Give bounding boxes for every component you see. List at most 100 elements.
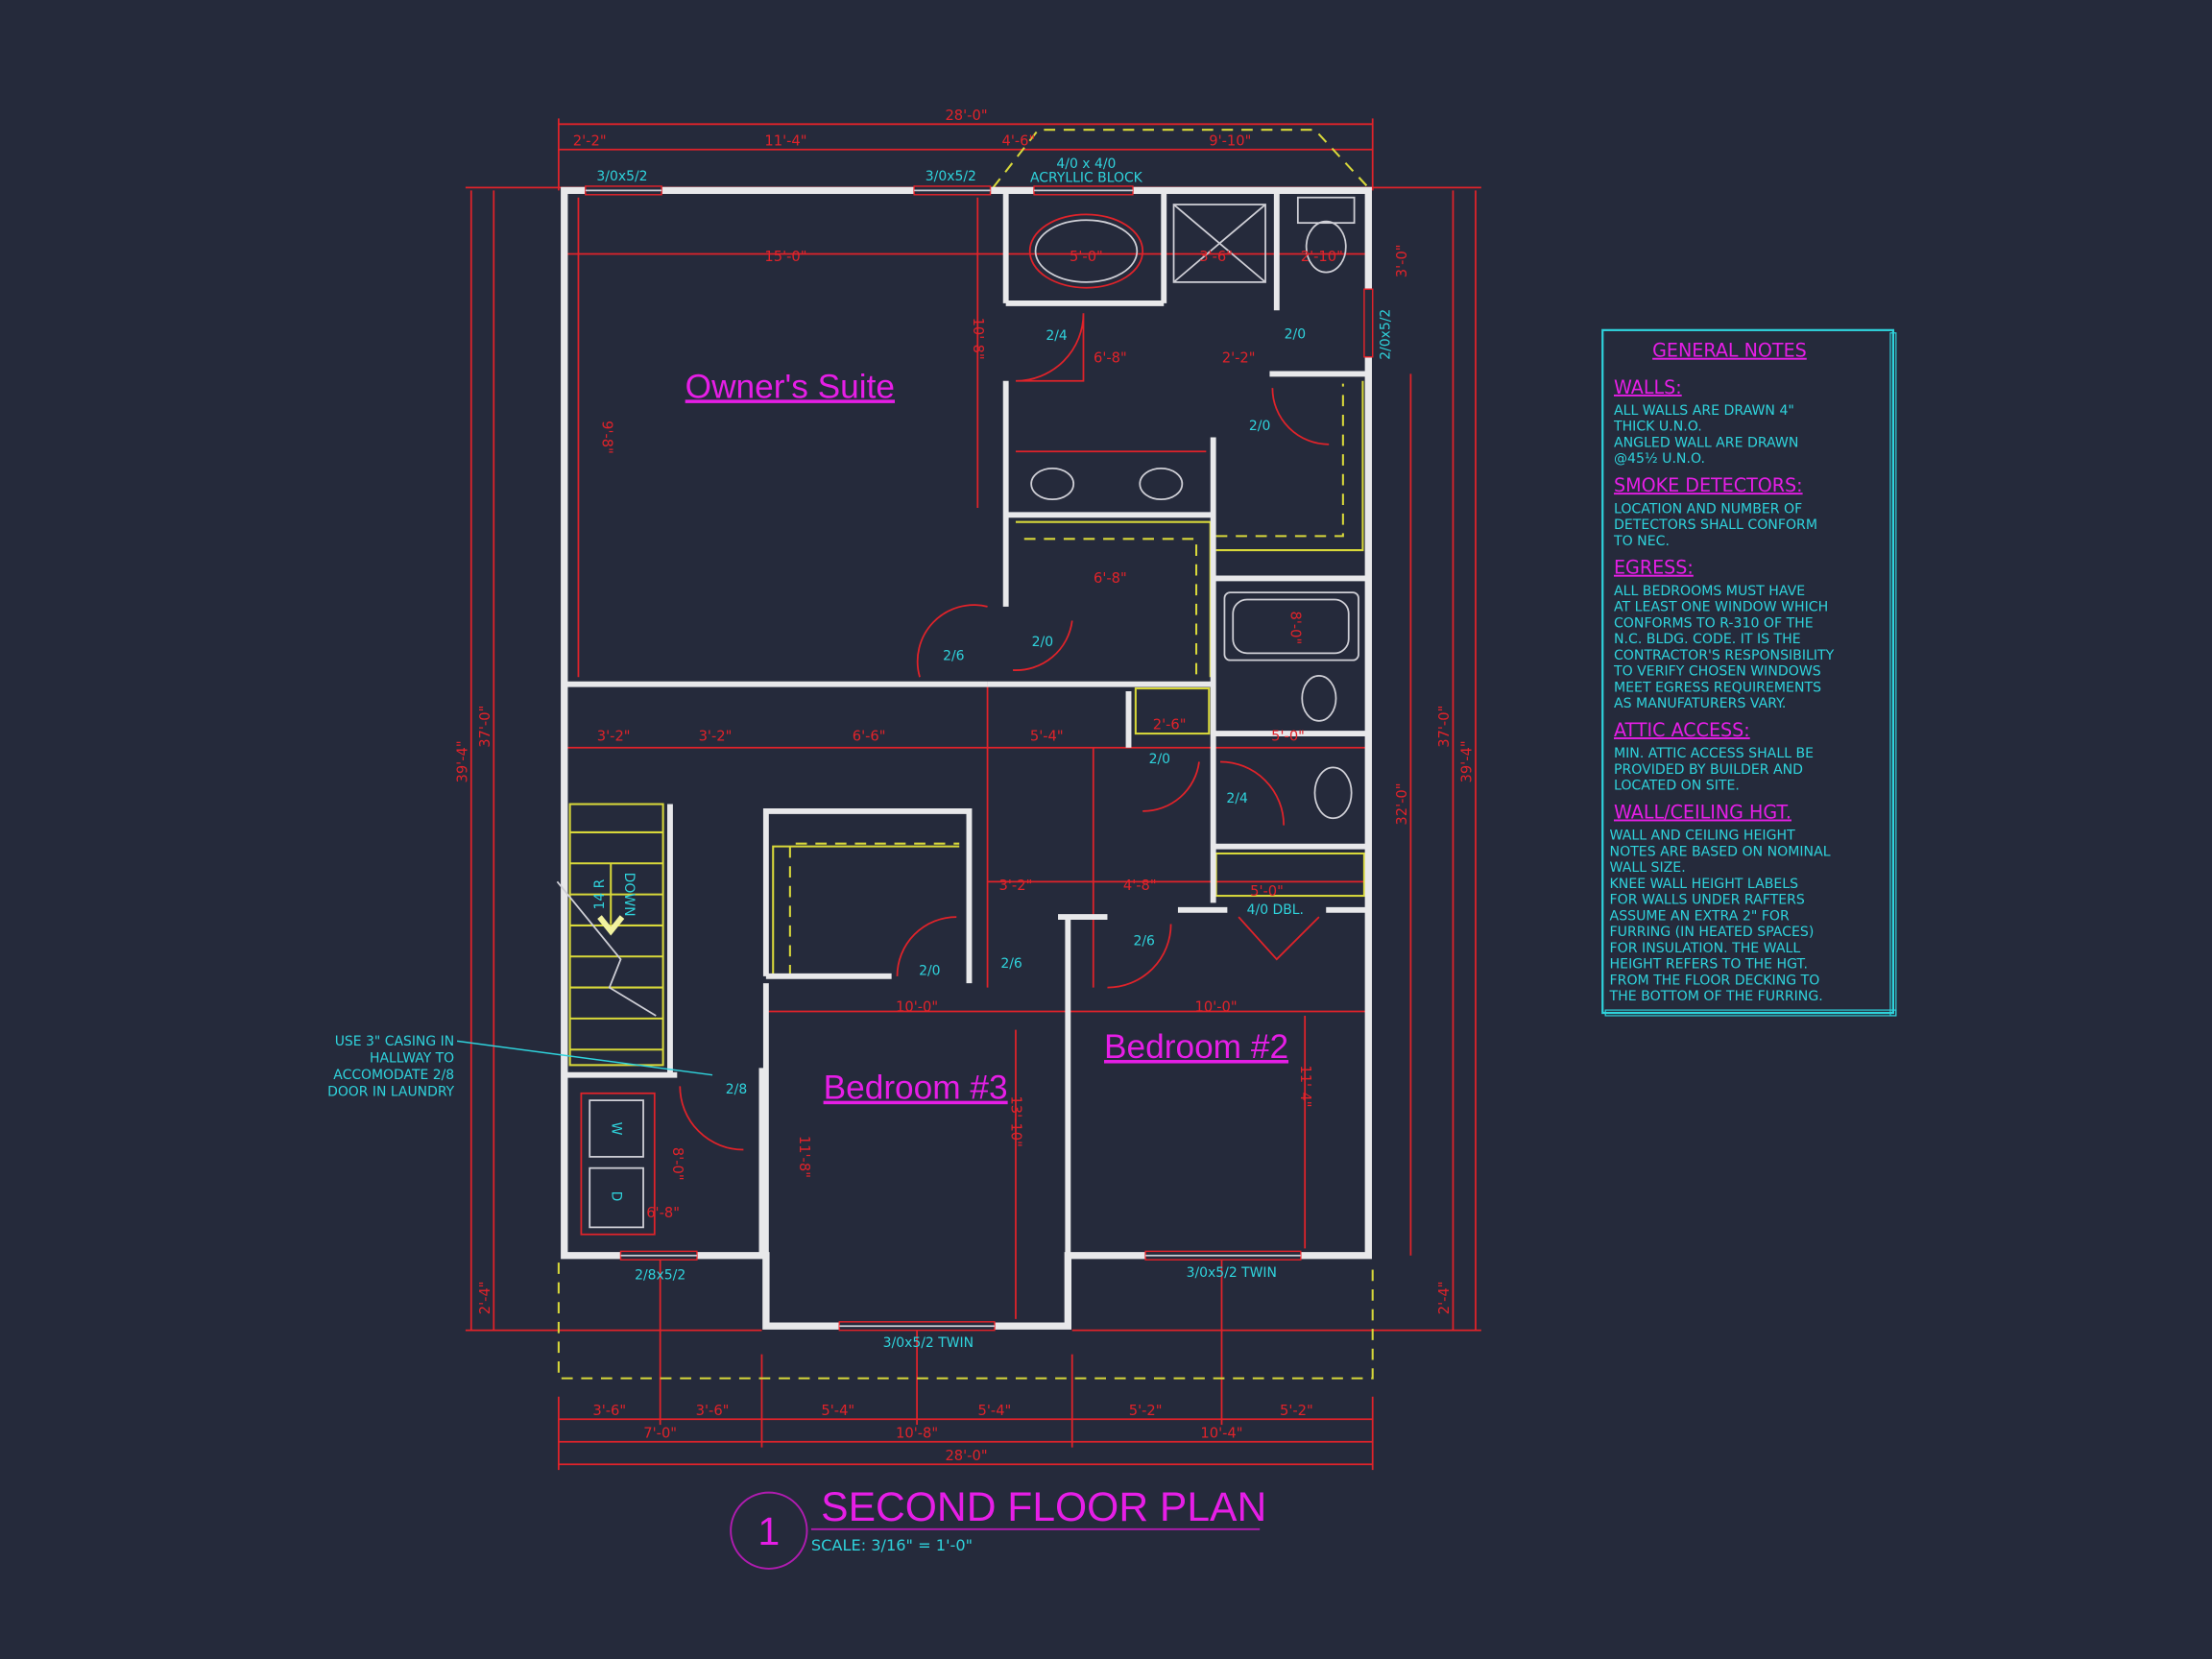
dim-label: 6'-8" bbox=[1094, 570, 1127, 587]
door-label: 2/4 bbox=[1046, 328, 1068, 344]
notes-line: AT LEAST ONE WINDOW WHICH bbox=[1614, 600, 1828, 615]
dimension-labels: 28'-0" 2'-2" 11'-4" 4'-6" 9'-10" 15'-0" … bbox=[454, 108, 1475, 1464]
dim-label: 10'-8" bbox=[896, 1425, 938, 1441]
notes-line: FOR WALLS UNDER RAFTERS bbox=[1610, 893, 1805, 908]
dim-label: 6'-8" bbox=[646, 1205, 680, 1221]
room-bedroom-2: Bedroom #2 bbox=[1104, 1028, 1288, 1066]
door-label: 2/0 bbox=[1149, 752, 1170, 767]
toilet-icon bbox=[1301, 674, 1337, 722]
window-label: 2/0x5/2 bbox=[1378, 309, 1393, 360]
dim-label: 28'-0" bbox=[945, 1448, 987, 1464]
dim-label: 11'-4" bbox=[1297, 1065, 1313, 1107]
staircase: 14 R DOWN bbox=[556, 803, 664, 1067]
dim-label: 3'-6" bbox=[696, 1403, 730, 1419]
windows bbox=[585, 185, 1374, 1332]
notes-heading: WALLS: bbox=[1614, 376, 1682, 398]
dim-label: 2'-4" bbox=[1436, 1281, 1453, 1314]
window-label: 3/0x5/2 TWIN bbox=[883, 1335, 974, 1351]
callout-line: HALLWAY TO bbox=[370, 1050, 454, 1066]
window-label: ACRYLLIC BLOCK bbox=[1030, 171, 1143, 186]
notes-line: FOR INSULATION. THE WALL bbox=[1610, 941, 1801, 956]
notes-line: HEIGHT REFERS TO THE HGT. bbox=[1610, 957, 1808, 973]
notes-line: @45½ U.N.O. bbox=[1614, 451, 1705, 467]
drawing-scale: SCALE: 3/16" = 1'-0" bbox=[811, 1536, 973, 1554]
dim-label: 6'-8" bbox=[1094, 350, 1127, 367]
dim-label: 9'-8" bbox=[598, 421, 614, 454]
door-label: 2/6 bbox=[1000, 956, 1022, 972]
dim-label: 28'-0" bbox=[945, 108, 987, 124]
dim-label: 2'-10" bbox=[1301, 249, 1343, 265]
tub-icon bbox=[1034, 219, 1139, 283]
notes-line: LOCATION AND NUMBER OF bbox=[1614, 501, 1802, 517]
toilet-icon bbox=[1296, 196, 1356, 225]
notes-body: WALLS:ALL WALLS ARE DRAWN 4"THICK U.N.O.… bbox=[1609, 376, 1835, 1004]
shower-icon bbox=[1172, 204, 1266, 283]
notes-line: NOTES ARE BASED ON NOMINAL bbox=[1610, 844, 1831, 859]
notes-line: PROVIDED BY BUILDER AND bbox=[1614, 762, 1803, 778]
door-label: 2/6 bbox=[1133, 933, 1154, 949]
notes-heading: EGRESS: bbox=[1614, 557, 1694, 579]
washer-icon bbox=[589, 1099, 644, 1158]
dim-label: 5'-0" bbox=[1271, 728, 1305, 744]
notes-line: ANGLED WALL ARE DRAWN bbox=[1614, 436, 1798, 451]
drawing-number: 1 bbox=[757, 1509, 780, 1553]
dim-label: 3'-6" bbox=[1199, 249, 1233, 265]
notes-line: MEET EGRESS REQUIREMENTS bbox=[1614, 680, 1821, 695]
window-label: 3/0x5/2 TWIN bbox=[1187, 1265, 1277, 1281]
bathtub-icon bbox=[1223, 591, 1359, 661]
dim-label: 5'-0" bbox=[1250, 883, 1284, 900]
door-label: 2/6 bbox=[943, 649, 964, 664]
casing-callout: USE 3" CASING IN HALLWAY TO ACCOMODATE 2… bbox=[327, 1034, 713, 1100]
door-label: 2/0 bbox=[1249, 419, 1270, 434]
notes-line: ALL WALLS ARE DRAWN 4" bbox=[1614, 403, 1794, 419]
dim-label: 4'-6" bbox=[1001, 132, 1035, 149]
dryer-icon bbox=[589, 1166, 644, 1229]
door-label: 2/8 bbox=[726, 1082, 747, 1097]
notes-line: TO VERIFY CHOSEN WINDOWS bbox=[1613, 664, 1821, 680]
notes-line: MIN. ATTIC ACCESS SHALL BE bbox=[1614, 746, 1814, 761]
door-swings bbox=[679, 313, 1330, 1151]
callout-line: ACCOMODATE 2/8 bbox=[333, 1068, 454, 1083]
general-notes-panel: GENERAL NOTES WALLS: ALL WALLS ARE DRAWN … bbox=[1601, 328, 1897, 1017]
notes-line: KNEE WALL HEIGHT LABELS bbox=[1610, 877, 1799, 892]
door-label: 2/0 bbox=[919, 963, 940, 978]
door-labels: 2/4 2/0 2/0 2/6 2/0 2/0 2/4 2/0 2/6 2/6 … bbox=[609, 327, 1306, 1202]
drawing-title-text: SECOND FLOOR PLAN bbox=[821, 1484, 1266, 1530]
notes-line: AS MANUFATURERS VARY. bbox=[1614, 696, 1786, 711]
dim-label: 10'-8" bbox=[970, 318, 986, 360]
dim-label: 5'-0" bbox=[1070, 249, 1103, 265]
dim-label: 5'-4" bbox=[821, 1403, 854, 1419]
dim-label: 11'-4" bbox=[764, 132, 806, 149]
dim-label: 2'-6" bbox=[1153, 717, 1187, 733]
sink-icon bbox=[1139, 467, 1184, 501]
dim-label: 9'-10" bbox=[1209, 132, 1251, 149]
dim-label: 37'-0" bbox=[1436, 706, 1453, 748]
door-label: 4/0 DBL. bbox=[1247, 902, 1304, 918]
notes-line: FROM THE FLOOR DECKING TO bbox=[1610, 973, 1820, 988]
notes-line: WALL AND CEILING HEIGHT bbox=[1610, 829, 1796, 844]
sink-icon bbox=[1313, 766, 1353, 820]
dim-label: 5'-2" bbox=[1129, 1403, 1163, 1419]
notes-line: WALL SIZE. bbox=[1610, 860, 1686, 876]
room-owners-suite: Owner's Suite bbox=[685, 368, 895, 405]
notes-line: N.C. BLDG. CODE. IT IS THE bbox=[1614, 632, 1801, 647]
notes-line: THE BOTTOM OF THE FURRING. bbox=[1609, 989, 1823, 1004]
notes-line: DETECTORS SHALL CONFORM bbox=[1614, 517, 1817, 533]
dim-label: 10'-0" bbox=[896, 999, 938, 1016]
dim-label: 3'-2" bbox=[999, 878, 1033, 894]
dim-label: 37'-0" bbox=[477, 706, 493, 748]
dryer-label: D bbox=[609, 1191, 624, 1202]
stair-direction: DOWN bbox=[621, 873, 637, 917]
callout-line: DOOR IN LAUNDRY bbox=[327, 1085, 455, 1100]
dim-label: 6'-6" bbox=[853, 728, 886, 744]
dim-label: 8'-0" bbox=[669, 1147, 685, 1181]
stair-risers: 14 R bbox=[592, 878, 608, 909]
notes-heading: WALL/CEILING HGT. bbox=[1614, 802, 1791, 824]
dim-label: 8'-0" bbox=[1286, 611, 1303, 644]
dimension-lines bbox=[465, 118, 1481, 1471]
window-label: 3/0x5/2 bbox=[596, 169, 647, 184]
notes-line: CONTRACTOR'S RESPONSIBILITY bbox=[1614, 648, 1835, 663]
notes-title: GENERAL NOTES bbox=[1652, 340, 1807, 362]
